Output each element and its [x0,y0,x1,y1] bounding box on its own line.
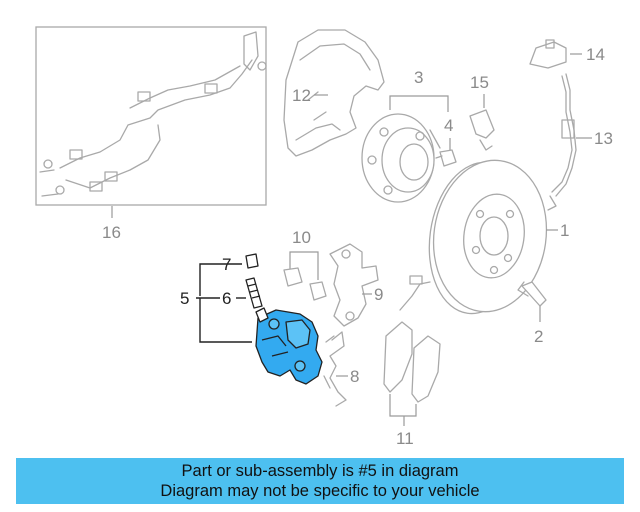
callout-7: 7 [222,255,231,274]
parts-diagram: 16 12 3 4 15 [35,26,613,448]
callout-1: 1 [560,221,569,240]
callout-16: 16 [102,223,121,242]
part-1-brake-rotor[interactable] [420,153,556,320]
part-16-sensor-harness[interactable] [35,26,267,206]
part-9-caliper-bracket[interactable] [329,243,379,327]
info-banner: Part or sub-assembly is #5 in diagram Di… [16,458,624,504]
callout-9: 9 [374,285,383,304]
part-10-guide-pins[interactable] [283,267,327,301]
callout-14: 14 [586,45,605,64]
callout-6: 6 [222,289,231,308]
callout-2: 2 [534,327,543,346]
callout-10: 10 [292,228,311,247]
callout-12: 12 [292,86,311,105]
part-8-caliper-hardware[interactable] [323,331,347,407]
callout-4: 4 [444,116,453,135]
part-2-wheel-bolt[interactable] [517,281,547,307]
part-12-splash-shield[interactable] [283,29,385,157]
callout-13: 13 [594,129,613,148]
part-5-brake-caliper[interactable] [255,307,323,385]
callout-3: 3 [414,68,423,87]
callout-8: 8 [350,367,359,386]
part-4-bolt[interactable] [435,149,457,167]
part-14-bracket[interactable] [529,39,567,69]
part-15-abs-sensor[interactable] [469,109,495,151]
callout-15: 15 [470,73,489,92]
banner-line-1: Part or sub-assembly is #5 in diagram [181,462,459,480]
part-13-brake-hose[interactable] [547,73,577,211]
part-11-brake-pads[interactable] [383,275,441,403]
part-3-hub-bearing[interactable] [361,113,441,203]
part-7-bleeder-cap[interactable] [245,253,259,269]
part-6-bleeder-screw[interactable] [245,277,263,309]
banner-line-2: Diagram may not be specific to your vehi… [160,482,480,500]
callout-5: 5 [180,289,189,308]
callout-11: 11 [396,429,414,448]
